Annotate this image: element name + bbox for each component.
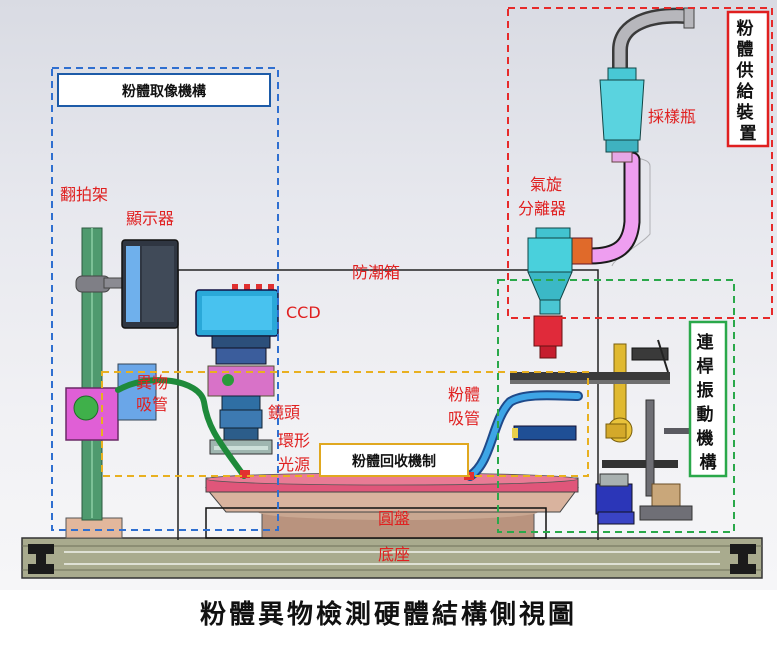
ring-light-line-1: 環形	[278, 431, 310, 450]
foreign-suction-tube	[115, 377, 247, 479]
label-ccd: CCD	[286, 303, 321, 322]
vibration-module-box	[497, 279, 735, 533]
cyclone-line-1: 氣旋	[530, 175, 562, 194]
vibration-char-4: 動	[697, 404, 714, 425]
label-disc: 圓盤	[378, 509, 410, 528]
foreign-suction-line-2: 吸管	[136, 395, 168, 414]
ring-light-line-2: 光源	[278, 455, 310, 474]
label-sample-bottle: 採樣瓶	[648, 107, 696, 126]
vibration-char-1: 連	[697, 332, 715, 353]
supply-module-box	[507, 7, 773, 319]
imaging-label-box	[57, 73, 271, 107]
vibration-label-box	[688, 320, 728, 478]
vibration-module-label: 連 桿 振 動 機 構	[697, 332, 720, 473]
label-cyclone: 氣旋 分離器	[518, 175, 567, 218]
label-lens: 鏡頭	[268, 403, 300, 422]
ccd-camera	[195, 284, 279, 365]
base-rail	[21, 537, 763, 579]
imaging-module-label: 粉體取像機構	[122, 83, 206, 100]
supply-module-label: 粉 體 供 給 裝 置	[736, 18, 760, 144]
label-moisture-box: 防潮箱	[352, 263, 400, 282]
schematic-scene: 粉體取像機構 粉體回收機制 粉 體 供 給 裝 置 連 桿 振 動 機 構	[0, 0, 777, 590]
cyclone-line-2: 分離器	[518, 199, 566, 218]
supply-char-2: 體	[737, 40, 754, 60]
supply-label-box	[726, 10, 770, 148]
rotating-disc	[204, 472, 579, 539]
label-powder-suction: 粉體 吸管	[448, 385, 485, 428]
supply-char-5: 裝	[736, 102, 755, 123]
vibration-char-2: 桿	[697, 356, 714, 377]
powder-suction-line-1: 粉體	[448, 385, 480, 404]
supply-char-1: 粉	[737, 18, 754, 39]
label-flip-stand: 翻拍架	[60, 185, 108, 204]
flip-stand	[65, 227, 157, 539]
recovery-label-box	[319, 443, 469, 477]
foreign-suction-line-1: 異物	[136, 373, 168, 392]
label-ring-light: 環形 光源	[278, 431, 315, 474]
cyclone-separator	[527, 151, 651, 359]
sample-bottle	[599, 7, 695, 163]
schematic-svg: 粉體取像機構 粉體回收機制 粉 體 供 給 裝 置 連 桿 振 動 機 構	[21, 7, 773, 579]
label-foreign-suction: 異物 吸管	[136, 373, 173, 414]
recovery-module-label: 粉體回收機制	[352, 453, 436, 470]
vibration-char-3: 振	[697, 380, 714, 401]
figure-caption: 粉體異物檢測硬體結構側視圖	[199, 600, 577, 630]
vibration-char-6: 構	[700, 452, 717, 473]
imaging-module-box	[51, 67, 279, 531]
powder-suction-line-2: 吸管	[448, 409, 480, 428]
supply-char-3: 供	[736, 60, 754, 81]
label-display: 顯示器	[126, 209, 174, 228]
linkage-mechanism	[510, 339, 694, 525]
vibration-char-5: 機	[697, 428, 714, 449]
display-monitor	[121, 239, 179, 329]
supply-char-4: 給	[737, 81, 755, 102]
label-base: 底座	[378, 545, 410, 564]
supply-char-6: 置	[740, 124, 757, 144]
